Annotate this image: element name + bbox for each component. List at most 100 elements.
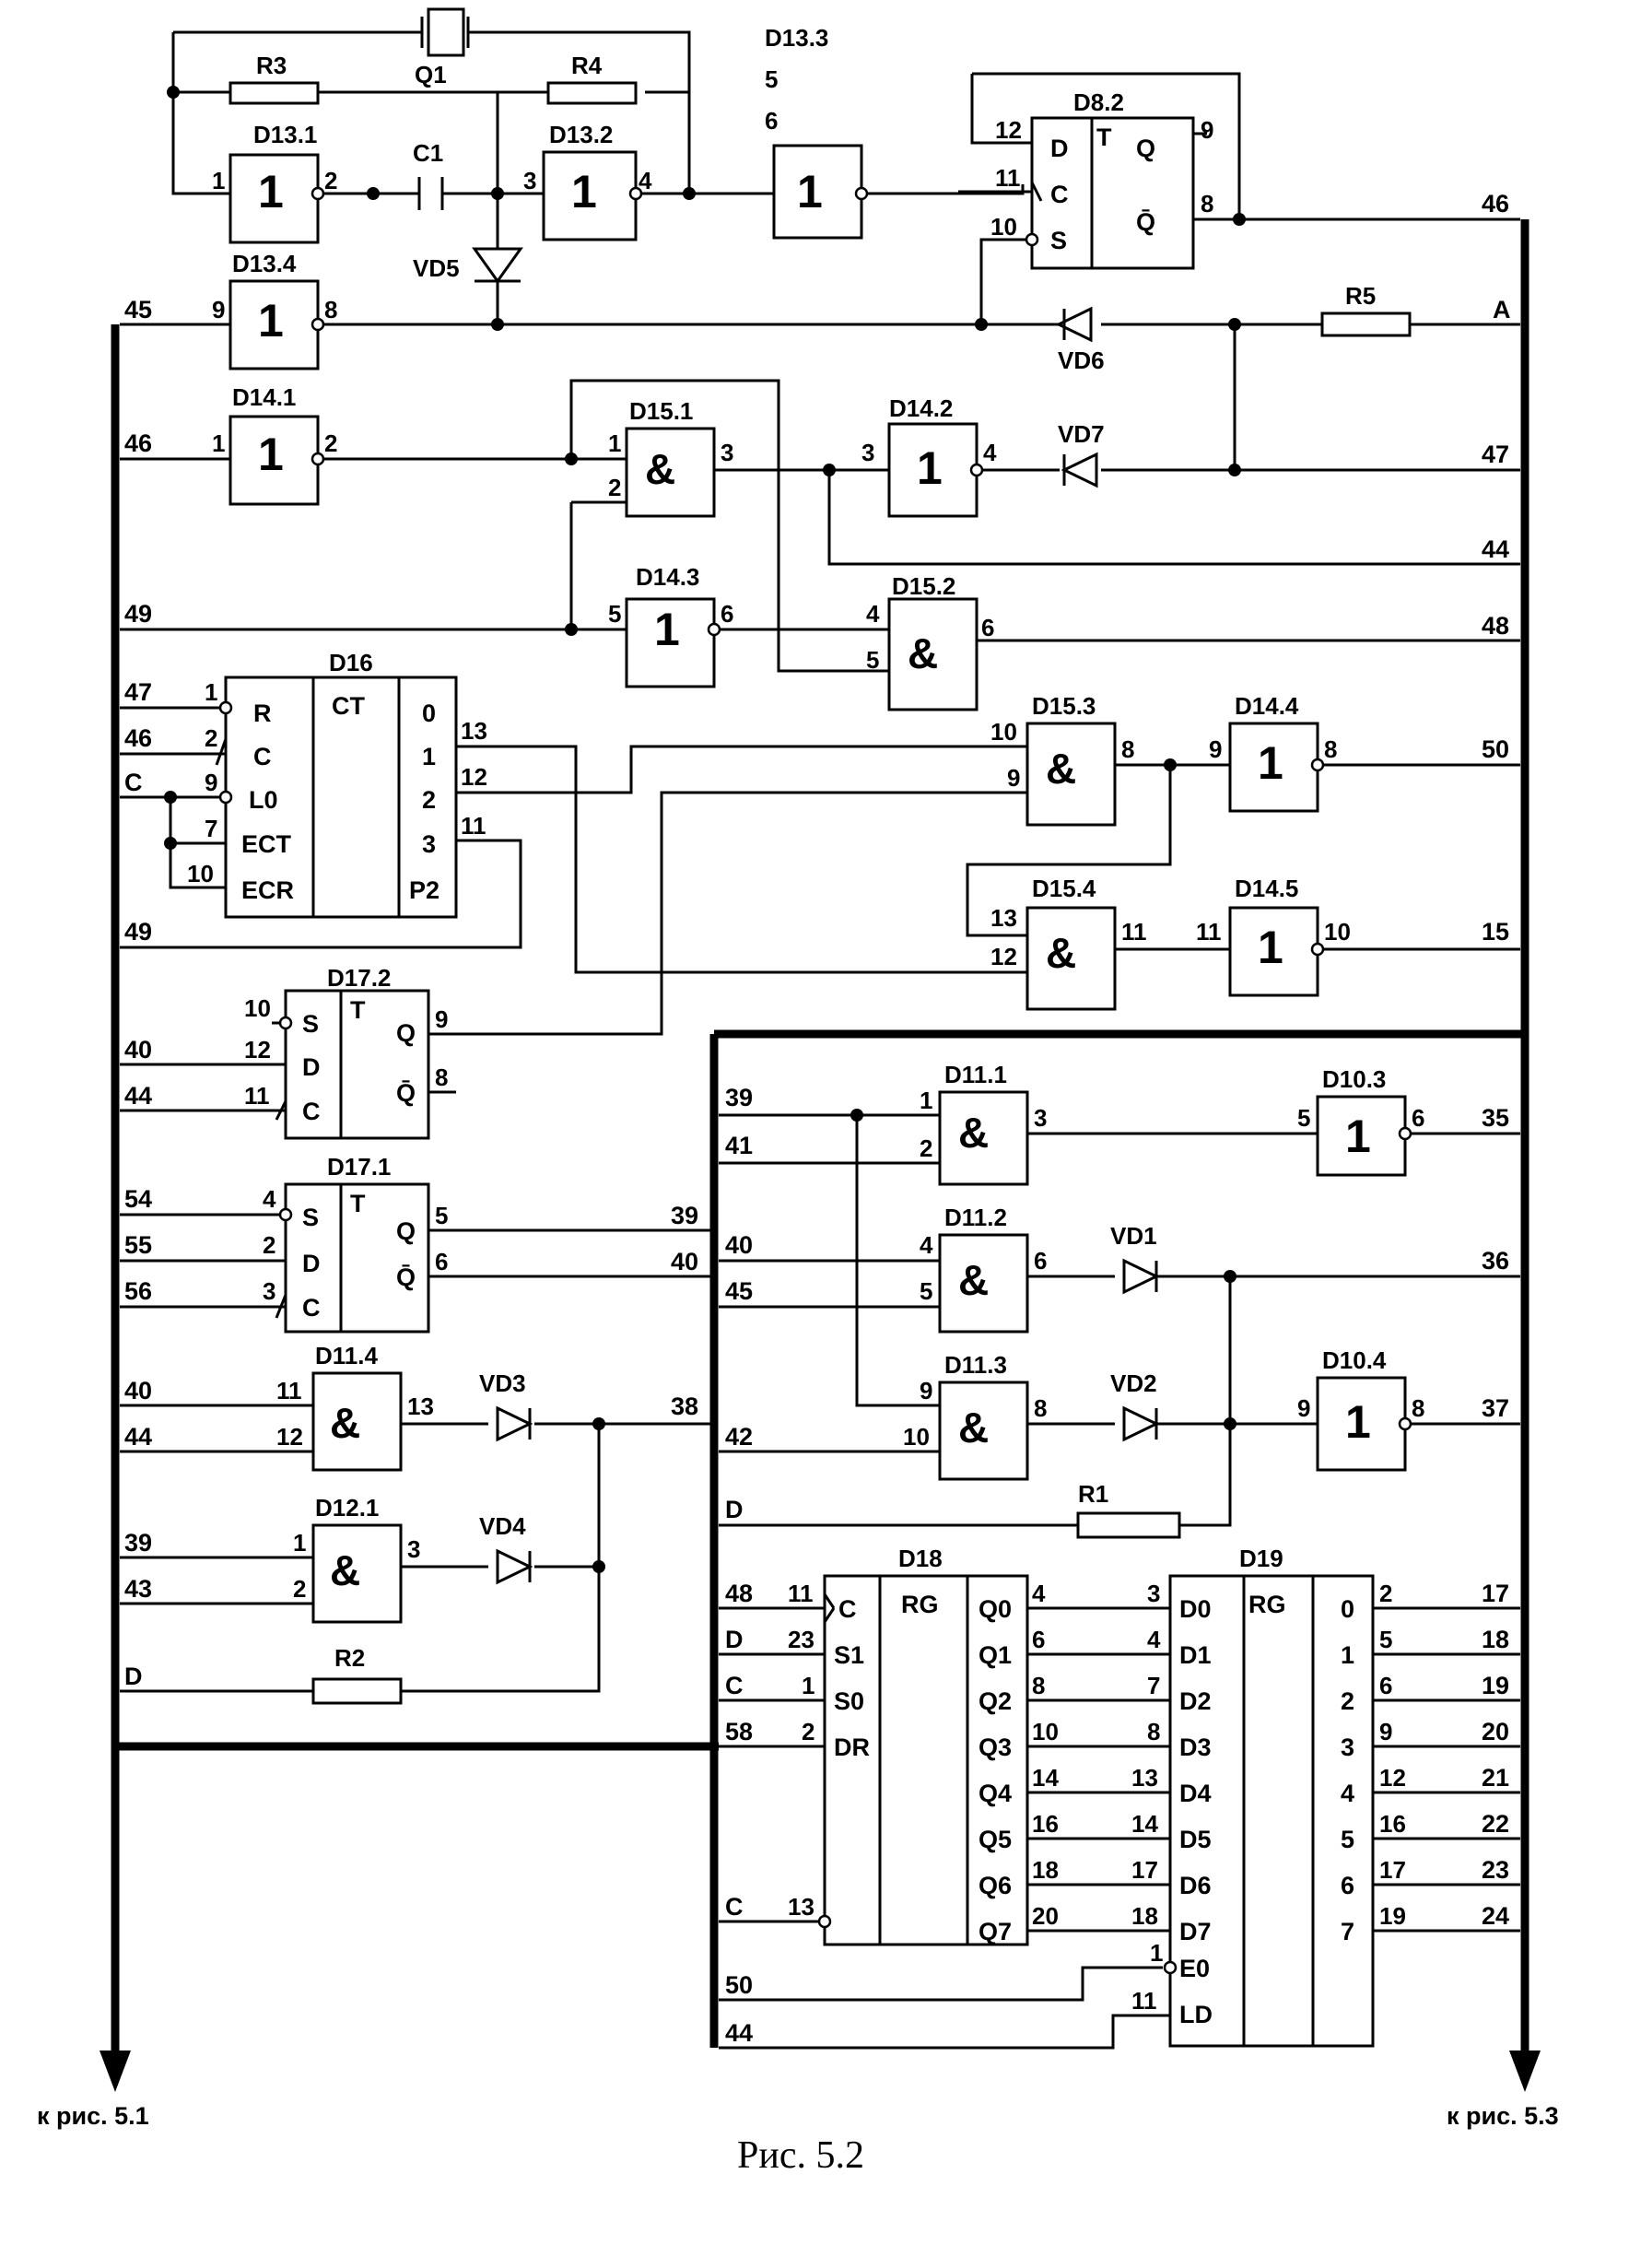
- pin-number: 19: [1379, 1902, 1406, 1930]
- net-label: 41: [725, 1132, 753, 1159]
- chip-d18-q3: Q3: [979, 1733, 1012, 1761]
- chip-d16-out-3: 3: [422, 830, 436, 858]
- pin-number: 6: [981, 614, 994, 641]
- pin-number: 3: [1147, 1580, 1160, 1607]
- pin-number: 13: [788, 1893, 814, 1921]
- pin-number: 10: [1324, 918, 1351, 946]
- pin-number: 4: [1032, 1580, 1046, 1607]
- discrete-components: [215, 7, 1160, 1623]
- schematic-labels: D13.1 1 D13.2 1 D13.3 1 D13.4 1 D14.1 1 …: [37, 24, 1559, 2177]
- pin-number: 10: [903, 1423, 930, 1451]
- pin-number: 10: [187, 860, 214, 887]
- pin-number: 6: [1379, 1672, 1392, 1699]
- gate-d10-4-ref: D10.4: [1322, 1346, 1387, 1374]
- chip-d17-2-pin-qbar: Q̄: [396, 1079, 416, 1107]
- pin-number: 6: [721, 600, 733, 628]
- net-label: 48: [725, 1580, 753, 1607]
- pin-number: 9: [1379, 1718, 1392, 1745]
- crystal-q1-label: Q1: [415, 61, 447, 88]
- net-label: 45: [725, 1277, 753, 1305]
- pin-number: 13: [461, 717, 487, 745]
- gate-d10-3-ref: D10.3: [1322, 1065, 1386, 1093]
- chip-d16-pin-r: R: [253, 699, 272, 727]
- pin-number: 10: [1032, 1718, 1059, 1745]
- net-label: 39: [124, 1529, 152, 1557]
- net-label: 45: [124, 296, 152, 323]
- pin-number: 9: [1201, 116, 1213, 144]
- chip-d18-q5: Q5: [979, 1826, 1012, 1853]
- pin-number: 1: [802, 1672, 814, 1699]
- pin-number: 9: [1209, 735, 1222, 763]
- gate-d15-1-ref: D15.1: [629, 397, 693, 425]
- pin-number: 11: [1196, 918, 1222, 946]
- junction-dots: [164, 86, 1246, 1573]
- chip-d17-2-pin-d: D: [302, 1053, 321, 1081]
- net-label: 38: [671, 1393, 698, 1420]
- chip-d16-pin-ecr: ECR: [241, 876, 294, 904]
- net-label: 44: [725, 2019, 753, 2047]
- pin-number: 8: [435, 1063, 448, 1091]
- net-label: 58: [725, 1718, 753, 1745]
- gate-d15-2-symbol: &: [908, 629, 938, 677]
- chip-d19-out-4: 4: [1341, 1780, 1354, 1807]
- resistor-r2-label: R2: [334, 1644, 365, 1672]
- chip-d18-q6: Q6: [979, 1872, 1012, 1899]
- pin-number: 13: [1131, 1764, 1158, 1792]
- chip-d19-out-3: 3: [1341, 1733, 1354, 1761]
- chip-d18-ref: D18: [898, 1545, 943, 1572]
- pin-number: 8: [1032, 1672, 1045, 1699]
- pin-number: 2: [608, 474, 621, 501]
- chip-d19-d3: D3: [1179, 1733, 1212, 1761]
- pin-number: 7: [1147, 1672, 1160, 1699]
- chip-d19-out-7: 7: [1341, 1918, 1354, 1945]
- chip-d19-out-5: 5: [1341, 1826, 1354, 1853]
- net-label: 22: [1482, 1810, 1509, 1838]
- chip-d16-out-p2: P2: [409, 876, 439, 904]
- gate-d11-3-ref: D11.3: [944, 1351, 1007, 1379]
- pin-number: 12: [461, 763, 487, 791]
- chip-d18-q2: Q2: [979, 1687, 1012, 1715]
- net-label: 47: [124, 678, 152, 706]
- chip-d18-pin-s1: S1: [834, 1641, 864, 1669]
- chip-d17-1-pin-qbar: Q̄: [396, 1263, 416, 1291]
- footer-left-ref: к рис. 5.1: [37, 2102, 149, 2130]
- net-label: 17: [1482, 1580, 1509, 1607]
- pin-number: 20: [1032, 1902, 1059, 1930]
- chip-d8-2-ref: D8.2: [1073, 88, 1124, 116]
- chip-d18-q4: Q4: [979, 1780, 1012, 1807]
- chip-d17-1-pin-c: C: [302, 1294, 321, 1322]
- pin-number: 7: [205, 815, 217, 842]
- figure-caption: Рис. 5.2: [737, 2134, 864, 2177]
- diode-vd7-label: VD7: [1058, 420, 1105, 448]
- diode-vd4-label: VD4: [479, 1512, 526, 1540]
- chip-d19-out-6: 6: [1341, 1872, 1354, 1899]
- gate-d11-4-symbol: &: [330, 1399, 360, 1447]
- chip-d16-pin-l0: L0: [249, 786, 278, 814]
- pin-number: 5: [866, 646, 879, 674]
- net-label: 47: [1482, 441, 1509, 468]
- inversion-bubbles: [218, 186, 1412, 1975]
- pin-number: 1: [1150, 1939, 1163, 1967]
- chip-d19-ref: D19: [1239, 1545, 1283, 1572]
- pin-number: 4: [1147, 1626, 1161, 1653]
- pin-number: 6: [1034, 1247, 1047, 1275]
- pin-number: 2: [1379, 1580, 1392, 1607]
- net-label: 35: [1482, 1104, 1509, 1132]
- net-label: 50: [725, 1971, 753, 1999]
- pin-number: 9: [435, 1005, 448, 1033]
- pin-number: 12: [995, 116, 1022, 144]
- pin-number: 2: [293, 1575, 306, 1603]
- pin-number: 6: [1032, 1626, 1045, 1653]
- pin-number: 2: [802, 1718, 814, 1745]
- pin-number: 8: [1324, 735, 1337, 763]
- gate-d15-1-symbol: &: [645, 445, 675, 493]
- pin-number: 1: [212, 429, 225, 457]
- pin-number: 11: [276, 1377, 302, 1404]
- pin-number: 3: [1034, 1104, 1047, 1132]
- pin-number: 4: [920, 1231, 933, 1259]
- chip-d19-d0: D0: [1179, 1595, 1212, 1623]
- pin-number: 5: [765, 65, 778, 93]
- gate-d14-2-ref: D14.2: [889, 394, 953, 422]
- gate-d14-5-symbol: 1: [1258, 922, 1283, 973]
- pin-number: 5: [1379, 1626, 1392, 1653]
